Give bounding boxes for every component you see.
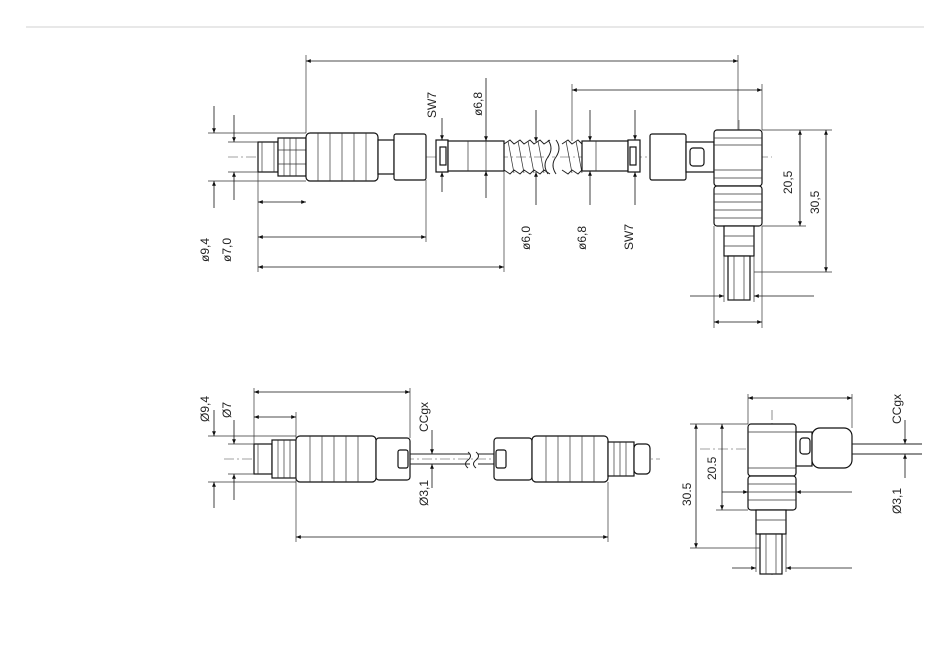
- label-D7: Ø7: [220, 402, 234, 418]
- label-30-5-top: 30,5: [808, 190, 822, 214]
- label-d6-0: ø6,0: [519, 226, 533, 250]
- label-d7-0-top: ø7,0: [220, 238, 234, 262]
- bottom-right-dimensions: [690, 394, 905, 572]
- angled-connector-corrugated-view: [560, 120, 772, 300]
- straight-connector-corrugated-view: [228, 133, 559, 181]
- label-30-5-bottom: 30.5: [680, 482, 694, 506]
- straight-cable-assembly-view: [224, 436, 660, 482]
- angled-connector-cable-view: [700, 410, 922, 575]
- label-ccgx-left: CCgx: [417, 402, 431, 432]
- label-d6-8-right: ø6,8: [575, 226, 589, 250]
- label-20-5-bottom: 20.5: [705, 456, 719, 480]
- label-D3-1-right: Ø3,1: [890, 488, 904, 514]
- label-20-5-top: 20,5: [781, 170, 795, 194]
- label-ccgx-right: CCgx: [890, 394, 904, 424]
- label-D3-1-left: Ø3,1: [417, 480, 431, 506]
- label-sw7-right: SW7: [622, 224, 636, 250]
- label-d9-4-top: ø9,4: [198, 238, 212, 262]
- label-sw7-left: SW7: [425, 92, 439, 118]
- label-D9-4: Ø9,4: [198, 396, 212, 422]
- label-d6-8-left: ø6,8: [471, 92, 485, 116]
